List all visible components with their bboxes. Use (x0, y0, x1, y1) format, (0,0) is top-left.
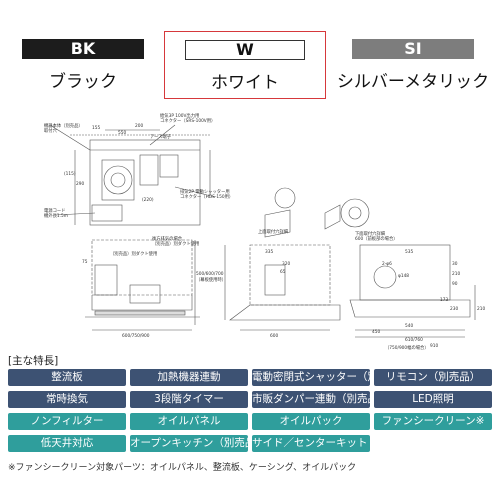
feature-badge: リモコン（別売品） (374, 369, 492, 386)
label-power-b: 機外長1.5m (44, 212, 68, 219)
label-220: (220) (142, 197, 154, 203)
label-210r: 210 (477, 306, 485, 312)
side-view-hood (229, 304, 341, 321)
feature-badge: 3段階タイマー (130, 391, 248, 408)
label-conn1b: コネクター（SRS-100V用） (160, 117, 215, 124)
front-view-upper (91, 239, 193, 296)
label-550: 550 (118, 130, 126, 136)
label-335: 335 (265, 249, 273, 255)
label-210: 210 (452, 271, 460, 277)
feature-badge: LED照明 (374, 391, 492, 408)
label-290: 290 (76, 181, 84, 187)
label-173: 173 (440, 297, 448, 303)
label-lower-hole: 下面取付穴詳細 (355, 230, 386, 237)
feature-badge: ノンフィルター (8, 413, 126, 430)
color-name-si: シルバーメタリック (336, 72, 490, 92)
label-note2: 取付穴 (44, 127, 58, 134)
label-115: (115) (64, 171, 76, 177)
color-code-w: W (185, 40, 305, 60)
label-90: 90 (452, 281, 458, 287)
label-200: 200 (135, 123, 143, 129)
label-75: 75 (82, 259, 88, 265)
feature-badge: 常時換気 (8, 391, 126, 408)
label-230: 230 (450, 306, 458, 312)
label-top-view: 上面取付穴詳細 (258, 228, 289, 235)
label-conn1a: 給気3P 100V出力用 (160, 112, 199, 119)
feature-badge: 加熱機器連動 (130, 369, 248, 386)
duct-icon-b (340, 198, 370, 228)
label-65: 65 (280, 269, 286, 275)
color-tab-si[interactable]: SI シルバーメタリック (332, 31, 494, 99)
label-320: 320 (282, 261, 290, 267)
label-height-note: （幕板使用時） (196, 276, 226, 283)
color-tab-bk[interactable]: BK ブラック (2, 31, 164, 99)
label-power-a: 電源コード (44, 207, 65, 214)
feature-badge: 市販ダンパー連動（別売品） (252, 391, 389, 408)
label-height: 500/600/700 (196, 271, 224, 277)
label-610: 610/760 (405, 337, 423, 343)
label-600r: 600（前板部の場合） (355, 235, 398, 242)
color-code-bk: BK (22, 39, 144, 59)
feature-badge: ファンシークリーン※ (374, 413, 492, 430)
plan-view-outline (89, 139, 201, 226)
feature-badge: 電動密閉式シャッター（別売品） (252, 369, 410, 386)
label-conn2a: 排気2P 電動シャッター用 (180, 188, 230, 195)
feature-badge: オープンキッチン（別売品） (130, 435, 266, 452)
feature-badge: 低天井対応 (8, 435, 126, 452)
features-heading: [主な特長] (8, 355, 59, 367)
label-side-note: （750/900幅の場合） (385, 344, 429, 351)
label-side-duct: （別売品）別ダクト使用 (110, 250, 157, 257)
right-view-duct (373, 265, 397, 289)
label-note1: 機器本体（別売品） (44, 122, 83, 129)
label-2: 2-φ6 (382, 261, 392, 267)
label-600: 600 (270, 333, 278, 339)
duct-icon-a (274, 187, 296, 209)
label-540: 540 (405, 323, 413, 329)
color-tab-w[interactable]: W ホワイト (164, 31, 326, 99)
label-910: 910 (430, 343, 438, 349)
feature-badge: サイド／センターキット（別売品） (252, 435, 420, 452)
technical-drawing: 機器本体（別売品） 取付穴 155 550 200 アース端子 給気3P 100… (44, 112, 485, 351)
front-view-body (91, 295, 193, 311)
label-30: 30 (452, 261, 458, 267)
label-rear-duct: 後方排気の場合 (152, 235, 183, 242)
label-148: φ148 (398, 273, 409, 279)
features-footnote: ※ファンシークリーン対象パーツ：オイルパネル、整流板、ケーシング、オイルパック (8, 463, 357, 473)
plan-view-motor (101, 159, 135, 201)
color-code-si: SI (352, 39, 474, 59)
side-view-upper (249, 244, 331, 306)
label-rear-duct-b: （別売品）別ダクト使用 (152, 240, 199, 247)
color-name-w: ホワイト (211, 73, 279, 93)
color-name-bk: ブラック (49, 72, 117, 92)
label-535: 535 (405, 249, 413, 255)
plan-view-fan (103, 165, 133, 195)
color-options: BK ブラック W ホワイト SI シルバーメタリック (0, 0, 500, 100)
feature-badge: オイルパネル (130, 413, 248, 430)
label-earth: アース端子 (150, 133, 172, 140)
feature-badge: 整流板 (8, 369, 126, 386)
label-155: 155 (92, 125, 100, 131)
feature-badge: オイルパック (252, 413, 370, 430)
label-width: 600/750/900 (122, 333, 150, 339)
label-450: 450 (372, 329, 380, 335)
label-conn2b: コネクター（HDS-150用） (180, 193, 233, 200)
